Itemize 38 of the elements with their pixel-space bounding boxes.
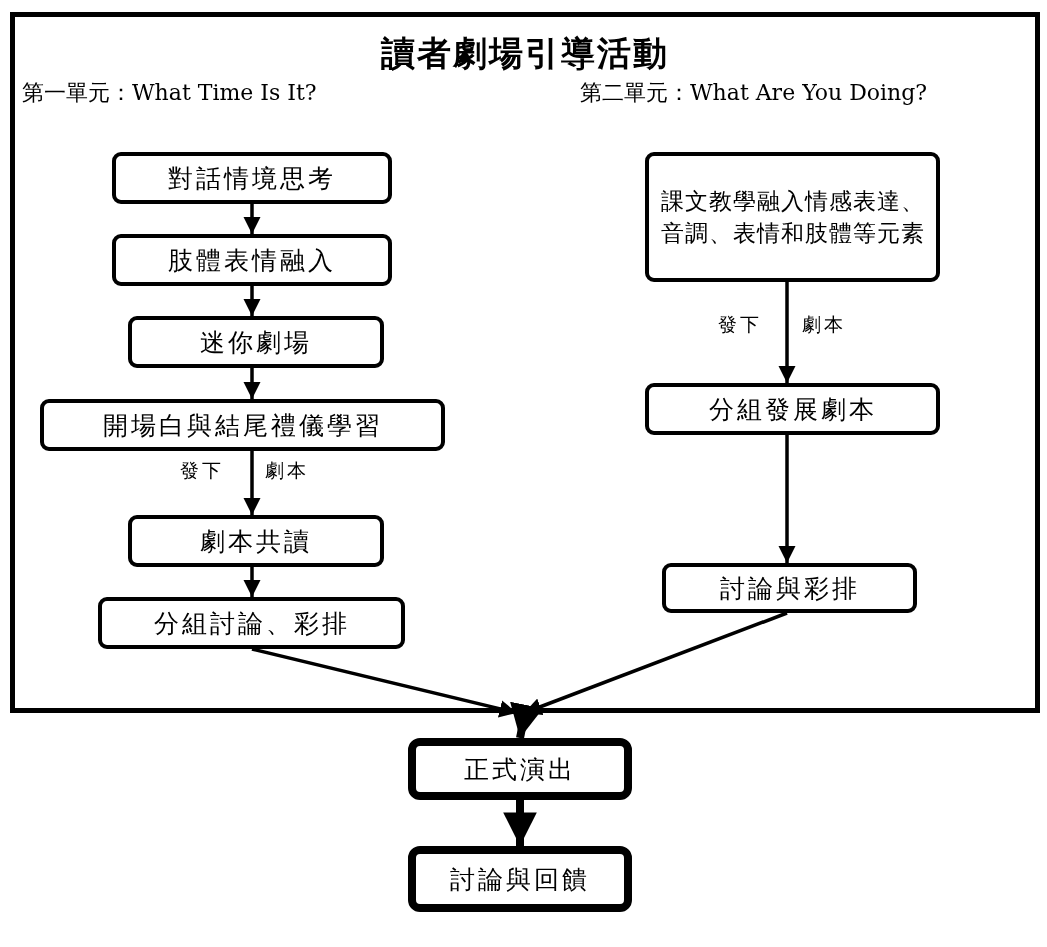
unit-heading: 第二單元：What Are You Doing? bbox=[580, 79, 928, 107]
step-text: 對話情境思考 bbox=[168, 162, 336, 195]
process-box bbox=[662, 563, 917, 613]
process-box bbox=[112, 234, 392, 286]
frame-heading: 讀者劇場引導活動 bbox=[381, 32, 669, 75]
step-text: 開場白與結尾禮儀學習 bbox=[102, 409, 383, 442]
step-text: 討論與回饋 bbox=[450, 863, 590, 896]
step-text: 正式演出 bbox=[464, 753, 576, 786]
group-frame bbox=[10, 12, 1040, 713]
arrow bbox=[778, 435, 796, 563]
annotation-text: 發下 bbox=[180, 458, 224, 483]
process-box bbox=[128, 316, 384, 368]
arrow bbox=[503, 800, 537, 846]
arrow bbox=[778, 282, 796, 383]
annotation-text: 劇本 bbox=[802, 312, 846, 337]
step-text: 劇本共讀 bbox=[200, 525, 312, 558]
process-box bbox=[112, 152, 392, 204]
process-box bbox=[98, 597, 405, 649]
step-text: 分組發展劇本 bbox=[708, 393, 877, 426]
annotation-text: 劇本 bbox=[265, 458, 309, 483]
step-text: 迷你劇場 bbox=[200, 326, 312, 359]
step-text: 討論與彩排 bbox=[719, 572, 860, 605]
arrow bbox=[243, 368, 261, 399]
arrow bbox=[243, 567, 261, 597]
process-box bbox=[408, 846, 632, 912]
step-text: 肢體表情融入 bbox=[168, 244, 336, 277]
step-text: 分組討論、彩排 bbox=[153, 607, 350, 640]
process-box bbox=[40, 399, 445, 451]
process-box bbox=[645, 152, 940, 282]
unit-heading: 第一單元：What Time Is It? bbox=[22, 79, 317, 107]
step-text: 課文教學融入情感表達、音調、表情和肢體等元素 bbox=[659, 186, 926, 248]
process-box bbox=[408, 738, 632, 800]
arrow bbox=[243, 451, 261, 515]
annotation-text: 發下 bbox=[718, 312, 762, 337]
arrow bbox=[243, 204, 261, 234]
process-box bbox=[645, 383, 940, 435]
arrow bbox=[243, 286, 261, 316]
process-box bbox=[128, 515, 384, 567]
